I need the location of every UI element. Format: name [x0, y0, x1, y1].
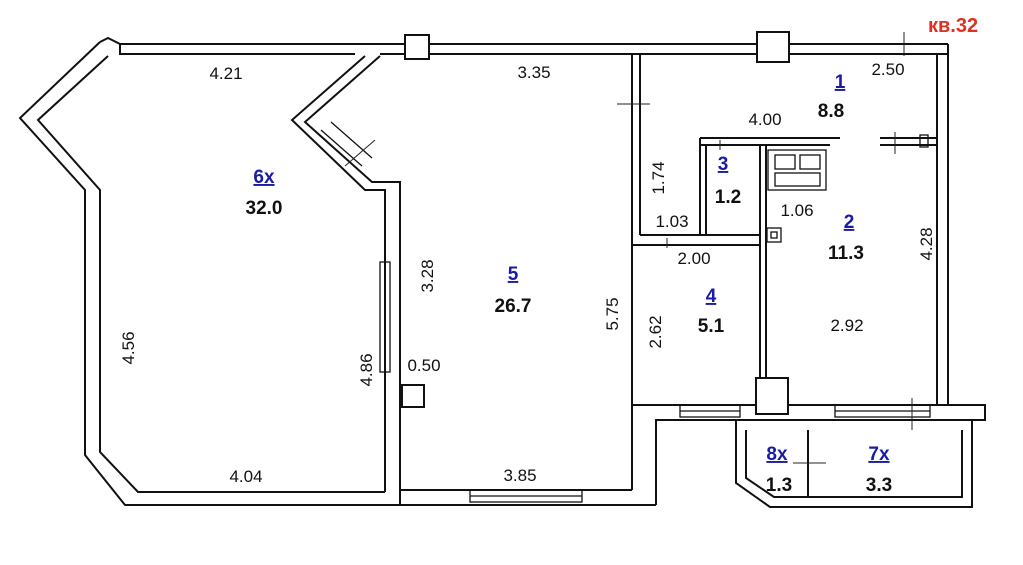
dim-label: 2.50 [871, 60, 904, 79]
dim-label: 2.92 [830, 316, 863, 335]
kitchen-fixtures [766, 134, 929, 243]
room-4-number: 4 [706, 286, 717, 307]
dim-label: 4.04 [229, 467, 262, 486]
room-3-number: 3 [718, 154, 729, 175]
room-8x-area: 1.3 [766, 475, 792, 496]
dim-label: 0.50 [407, 356, 440, 375]
dimension-ticks [344, 32, 913, 464]
dim-label: 3.85 [503, 466, 536, 485]
dim-label: 2.00 [677, 249, 710, 268]
room-2-number: 2 [844, 212, 855, 233]
room-7x-number: 7х [868, 444, 890, 465]
room-3-area: 1.2 [715, 187, 741, 208]
structural-columns [401, 31, 790, 415]
room-labels: 1 8.8 2 11.3 3 1.2 4 5.1 5 26.7 6х 32.0 … [246, 72, 893, 496]
dim-label: 1.06 [780, 201, 813, 220]
dim-label: 2.62 [646, 315, 665, 348]
interior-walls [631, 54, 937, 405]
room-7x-area: 3.3 [866, 475, 892, 496]
dim-label: 3.35 [517, 63, 550, 82]
dim-label: 4.28 [917, 227, 936, 260]
dimension-labels: 4.21 3.35 2.50 4.00 1.74 1.03 1.06 2.00 … [119, 60, 936, 486]
room-8x-number: 8х [766, 444, 788, 465]
room-1-number: 1 [835, 72, 846, 93]
dim-label: 4.00 [748, 110, 781, 129]
dim-label: 4.56 [119, 331, 138, 364]
dim-label: 1.03 [655, 212, 688, 231]
dim-label: 1.74 [649, 161, 668, 194]
room-4-area: 5.1 [698, 316, 725, 337]
dim-label: 5.75 [603, 297, 622, 330]
room-1-area: 8.8 [818, 101, 844, 122]
apartment-label: кв.32 [928, 15, 978, 37]
room-5-number: 5 [508, 264, 519, 285]
dim-label: 4.86 [357, 353, 376, 386]
windows [320, 121, 931, 503]
room-2-area: 11.3 [828, 243, 864, 264]
dim-label: 3.28 [418, 259, 437, 292]
room-5-area: 26.7 [495, 296, 532, 317]
room-6x-number: 6х [253, 167, 275, 188]
dim-label: 4.21 [209, 64, 242, 83]
room-6x-area: 32.0 [246, 198, 283, 219]
